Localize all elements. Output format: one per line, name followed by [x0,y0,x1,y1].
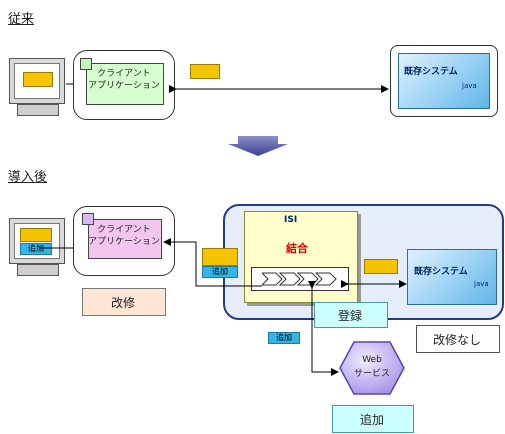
existing-system-sub: java [462,82,477,90]
client-app-icon [80,58,92,70]
client-app-icon [82,213,94,225]
isi-title: ISI [284,215,298,225]
register-label: 登録 [337,309,362,323]
screen-added-tag: 追加 [20,243,52,255]
web-service-label: Web サービス [353,355,390,379]
existing-system-sub: java [474,280,489,288]
modified-label: 改修 [110,296,135,310]
added-label-box [332,405,414,433]
client-app-box [88,219,162,259]
modified-label-box [82,288,166,316]
existing-system-box [407,249,497,305]
client-app-label: クライアント アプリケーション [88,225,160,247]
message-added-tag: 追加 [202,266,238,278]
pipeline-chevrons [262,272,337,286]
message-box-right [364,259,398,274]
before-heading: 従来 [8,12,35,27]
isi-subtitle: 結合 [286,242,308,255]
web-service-hexagon [339,341,405,395]
screen-window [23,72,53,87]
screen-window [20,228,52,242]
message-box [202,248,238,266]
unmodified-label: 改修なし [432,333,481,347]
unmodified-label-box [416,325,500,353]
existing-system-title: 既存システム [414,267,468,277]
computer-icon [9,218,65,276]
existing-system-box [398,53,490,109]
client-app-label: クライアント アプリケーション [88,69,160,91]
client-app-box [86,63,164,105]
message-box [190,64,220,79]
added-label: 追加 [359,413,384,427]
web-added-tag: 追加 [268,332,300,344]
after-heading: 導入後 [8,170,48,185]
computer-icon [9,58,65,116]
transition-arrow [228,136,288,156]
existing-system-title: 既存システム [404,67,458,77]
